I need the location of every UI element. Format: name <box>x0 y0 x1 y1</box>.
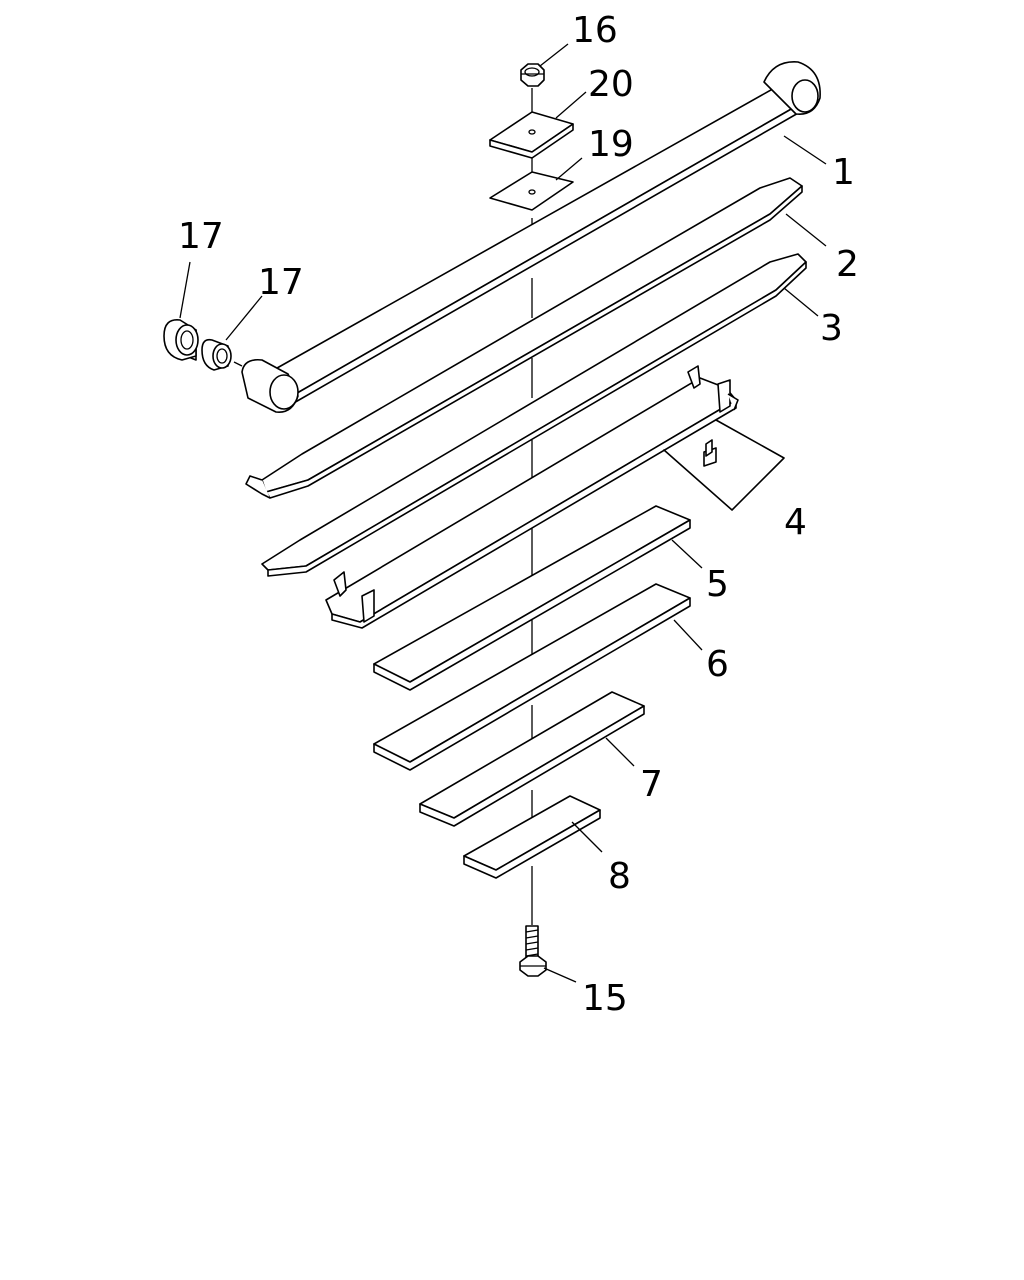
callout-1: 1 <box>832 152 855 193</box>
part-6-leaf <box>373 583 691 771</box>
leader-lines <box>179 43 827 983</box>
part-8-leaf <box>463 795 601 879</box>
part-1-main-leaf <box>241 61 821 413</box>
callout-8: 8 <box>608 856 631 897</box>
part-17-bushing-outer <box>163 319 199 361</box>
part-3-leaf <box>261 253 807 577</box>
callout-labels: 16 20 19 1 17 17 2 3 4 5 6 7 8 15 <box>178 10 859 1019</box>
callout-17-outer: 17 <box>178 216 224 257</box>
callout-17-inner: 17 <box>258 262 304 303</box>
part-4-clip-leaf <box>325 365 785 629</box>
part-20-plate <box>489 111 574 159</box>
callout-5: 5 <box>706 564 729 605</box>
part-5-leaf <box>373 505 691 691</box>
callout-6: 6 <box>706 644 729 685</box>
part-16-nut <box>520 63 545 87</box>
callout-15: 15 <box>582 978 628 1019</box>
callout-19: 19 <box>588 124 634 165</box>
part-15-center-bolt <box>519 925 547 977</box>
callout-7: 7 <box>640 764 663 805</box>
part-2-leaf <box>245 177 803 499</box>
callout-3: 3 <box>820 308 843 349</box>
callout-20: 20 <box>588 64 634 105</box>
part-17-bushing-inner <box>201 338 243 371</box>
callout-4: 4 <box>784 502 807 543</box>
callout-16: 16 <box>572 10 618 51</box>
part-7-leaf <box>419 691 645 827</box>
callout-2: 2 <box>836 244 859 285</box>
part-19-plate <box>489 171 574 211</box>
